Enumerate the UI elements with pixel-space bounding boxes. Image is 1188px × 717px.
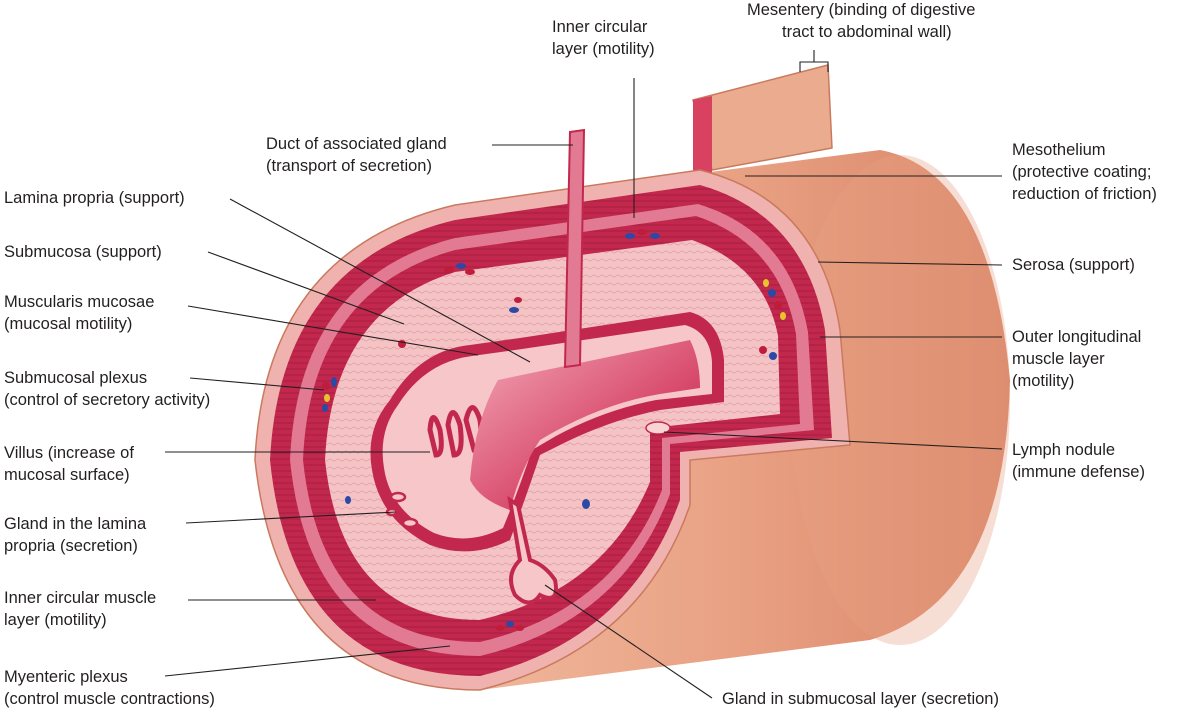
label-lamina-propria: Lamina propria (support) <box>4 189 185 207</box>
mesentery-bracket <box>799 50 829 72</box>
label-serosa: Serosa (support) <box>1012 256 1135 274</box>
leader-lines <box>164 78 1003 699</box>
label-inner-circular-top: Inner circular layer (motility) <box>552 18 655 58</box>
label-submucosa: Submucosa (support) <box>4 243 162 261</box>
label-submucosal-plexus: Submucosal plexus (control of secretory … <box>4 369 210 409</box>
gland-duct <box>563 128 586 369</box>
label-outer-longitudinal: Outer longitudinal muscle layer (motilit… <box>1012 328 1146 390</box>
mesentery-attach <box>693 96 712 180</box>
label-gland-submucosal: Gland in submucosal layer (secretion) <box>722 690 999 708</box>
label-duct: Duct of associated gland (transport of s… <box>266 135 451 175</box>
lymph-nodule <box>645 421 671 435</box>
mesentery-strip <box>692 64 833 171</box>
label-villus: Villus (increase of mucosal surface) <box>4 444 139 484</box>
label-inner-circular-muscle: Inner circular muscle layer (motility) <box>4 589 161 629</box>
nerve-plexuses <box>322 229 786 631</box>
label-gland-lamina: Gland in the lamina propria (secretion) <box>4 515 151 555</box>
lumen <box>470 340 700 510</box>
label-myenteric-plexus: Myenteric plexus (control muscle contrac… <box>4 668 215 708</box>
label-mesentery: Mesentery (binding of digestive tract to… <box>747 1 980 41</box>
label-mesothelium: Mesothelium (protective coating; reducti… <box>1012 141 1157 203</box>
submucosal-gland <box>507 495 558 605</box>
label-lymph-nodule: Lymph nodule (immune defense) <box>1012 441 1145 481</box>
labels: Inner circular layer (motility) Mesenter… <box>4 1 1157 708</box>
tube-far-end <box>790 155 1010 645</box>
label-muscularis-mucosae: Muscularis mucosae (mucosal motility) <box>4 293 159 333</box>
